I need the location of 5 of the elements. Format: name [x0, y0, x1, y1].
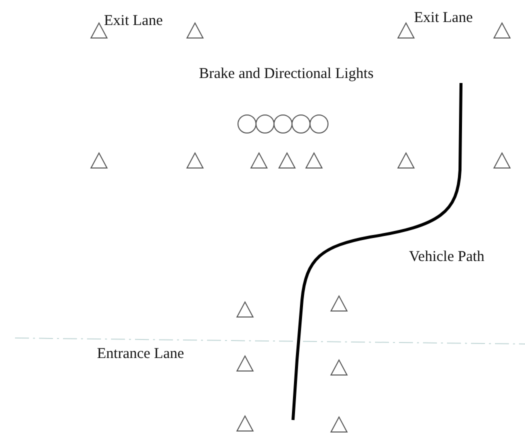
- text-label: Vehicle Path: [409, 248, 486, 267]
- text-label: Brake and Directional Lights: [199, 65, 375, 84]
- text-label: Exit Lane: [414, 9, 474, 28]
- text-label: Entrance Lane: [97, 345, 186, 364]
- text-label: Exit Lane: [104, 12, 164, 31]
